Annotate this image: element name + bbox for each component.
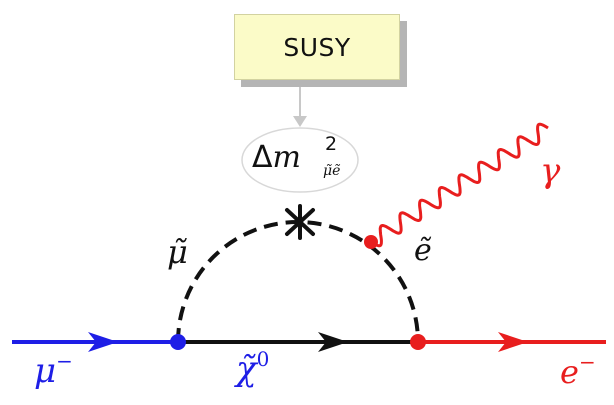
muon-charge: −: [56, 349, 73, 373]
electron-arrow: [498, 332, 528, 352]
mass-symbol: m: [272, 140, 301, 175]
mass-subscript: μ̃ẽ: [323, 163, 341, 179]
delta-symbol: Δ: [252, 140, 273, 175]
neutralino-label: χ̃0: [236, 347, 270, 389]
susy-pointer-arrowhead: [293, 116, 307, 127]
selectron-label: ẽ: [414, 233, 432, 268]
susy-label: SUSY: [283, 32, 351, 62]
muon-arrow: [88, 332, 118, 352]
neutralino-arrow: [318, 332, 348, 352]
mass-superscript: 2: [325, 133, 338, 155]
photon-label: γ: [540, 151, 561, 191]
muon-label: μ−: [34, 349, 73, 391]
photon-vertex: [364, 235, 378, 249]
electron-label: e−: [560, 350, 596, 391]
photon-line: [370, 122, 549, 248]
electron-charge: −: [578, 350, 596, 374]
susy-box: SUSY: [234, 14, 400, 80]
mass-insertion-ellipse: [241, 127, 359, 193]
mass-insertion-label: Δm 2 μ̃ẽ: [252, 135, 340, 179]
smuon-label: μ̃: [167, 233, 188, 271]
electron-vertex: [410, 334, 426, 350]
muon-vertex: [170, 334, 186, 350]
neutralino-charge: 0: [256, 347, 270, 371]
mass-insertion-cross: [285, 204, 315, 240]
